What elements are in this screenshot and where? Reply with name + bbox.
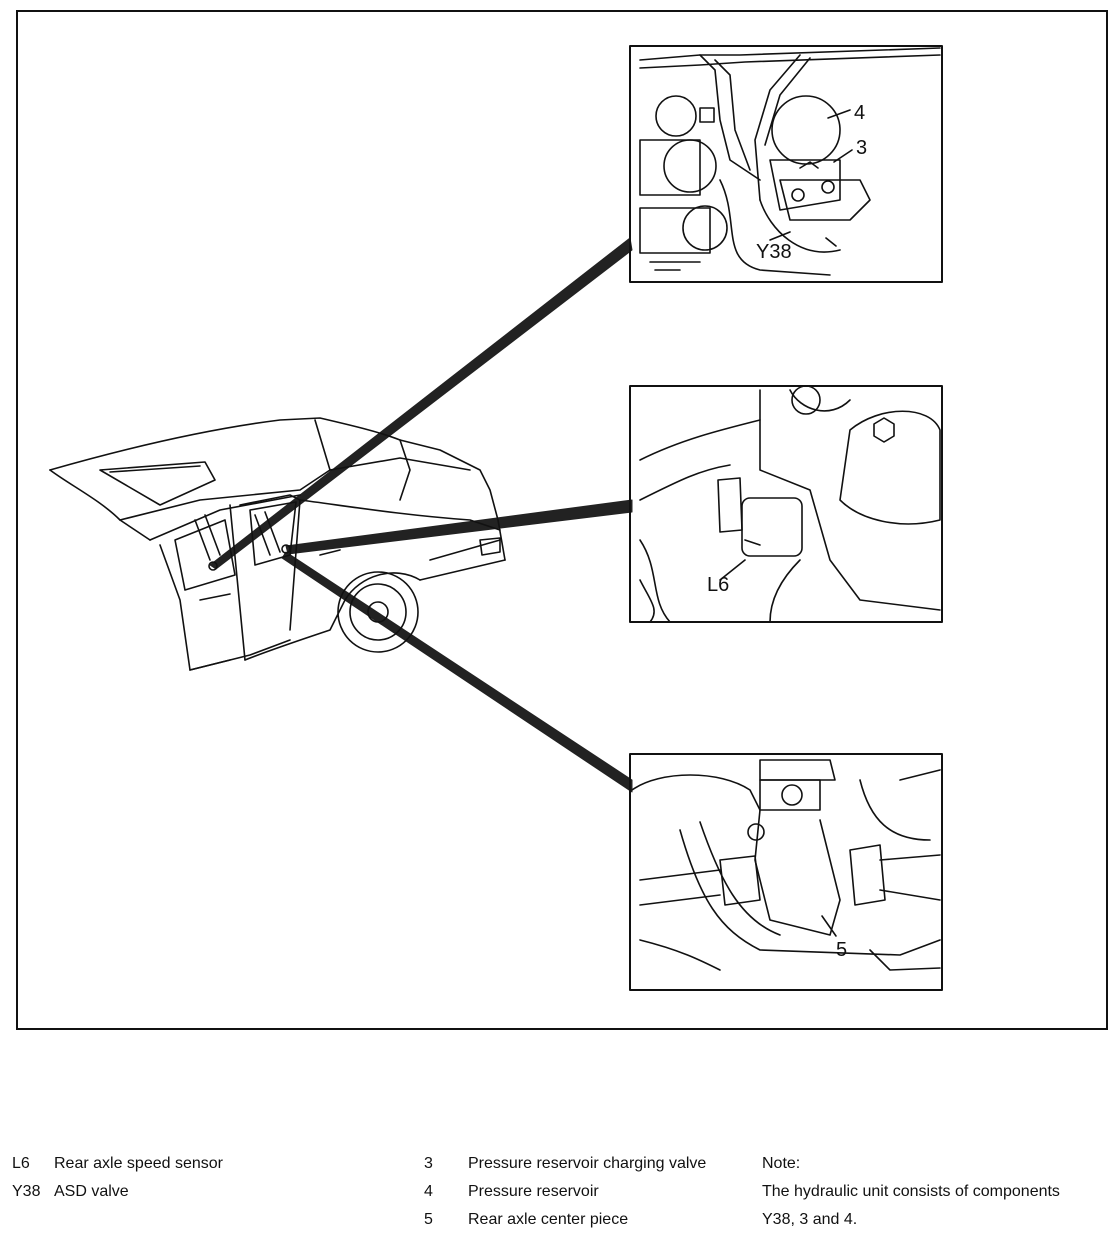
component-location-diagram: 4 3 Y38 L6 bbox=[49, 45, 943, 991]
legend-row-3: 3 Pressure reservoir charging valve bbox=[424, 1150, 706, 1178]
legend-code: 5 bbox=[424, 1211, 433, 1228]
callout-3: 3 bbox=[856, 137, 867, 159]
legend-code: L6 bbox=[12, 1155, 30, 1172]
legend-code: Y38 bbox=[12, 1183, 41, 1200]
leader-beam-speed-sensor bbox=[285, 499, 633, 555]
callout-y38: Y38 bbox=[756, 241, 792, 263]
diagram-frame bbox=[16, 10, 1108, 1030]
legend-left: L6 Rear axle speed sensor Y38 ASD valve bbox=[12, 1150, 223, 1206]
leader-beam-hydraulic-unit bbox=[209, 237, 633, 570]
legend-code: 4 bbox=[424, 1183, 433, 1200]
legend-row-4: 4 Pressure reservoir bbox=[424, 1178, 706, 1206]
detail-center-piece bbox=[629, 753, 943, 991]
callout-5: 5 bbox=[836, 939, 847, 961]
legend-row-l6: L6 Rear axle speed sensor bbox=[12, 1150, 223, 1178]
callout-4: 4 bbox=[854, 102, 865, 124]
note-text: The hydraulic unit consists of component… bbox=[762, 1183, 1060, 1228]
legend-label: Rear axle center piece bbox=[468, 1211, 629, 1228]
legend-code: 3 bbox=[424, 1155, 433, 1172]
detail-hydraulic-unit bbox=[629, 45, 943, 283]
car-illustration bbox=[49, 417, 506, 671]
leader-beam-center-piece bbox=[281, 551, 633, 793]
callout-l6: L6 bbox=[707, 574, 729, 596]
legend-label: Pressure reservoir bbox=[468, 1183, 599, 1200]
legend-label: Rear axle speed sensor bbox=[54, 1155, 223, 1172]
legend-row-5: 5 Rear axle center piece bbox=[424, 1206, 706, 1234]
leader-beams bbox=[209, 237, 633, 793]
note-title: Note: bbox=[762, 1155, 801, 1172]
legend-row-y38: Y38 ASD valve bbox=[12, 1178, 223, 1206]
detail-speed-sensor bbox=[629, 385, 943, 623]
legend-note: Note: The hydraulic unit consists of com… bbox=[762, 1150, 1062, 1234]
legend-label: Pressure reservoir charging valve bbox=[468, 1155, 707, 1172]
legend-middle: 3 Pressure reservoir charging valve 4 Pr… bbox=[424, 1150, 706, 1234]
legend-label: ASD valve bbox=[54, 1183, 129, 1200]
